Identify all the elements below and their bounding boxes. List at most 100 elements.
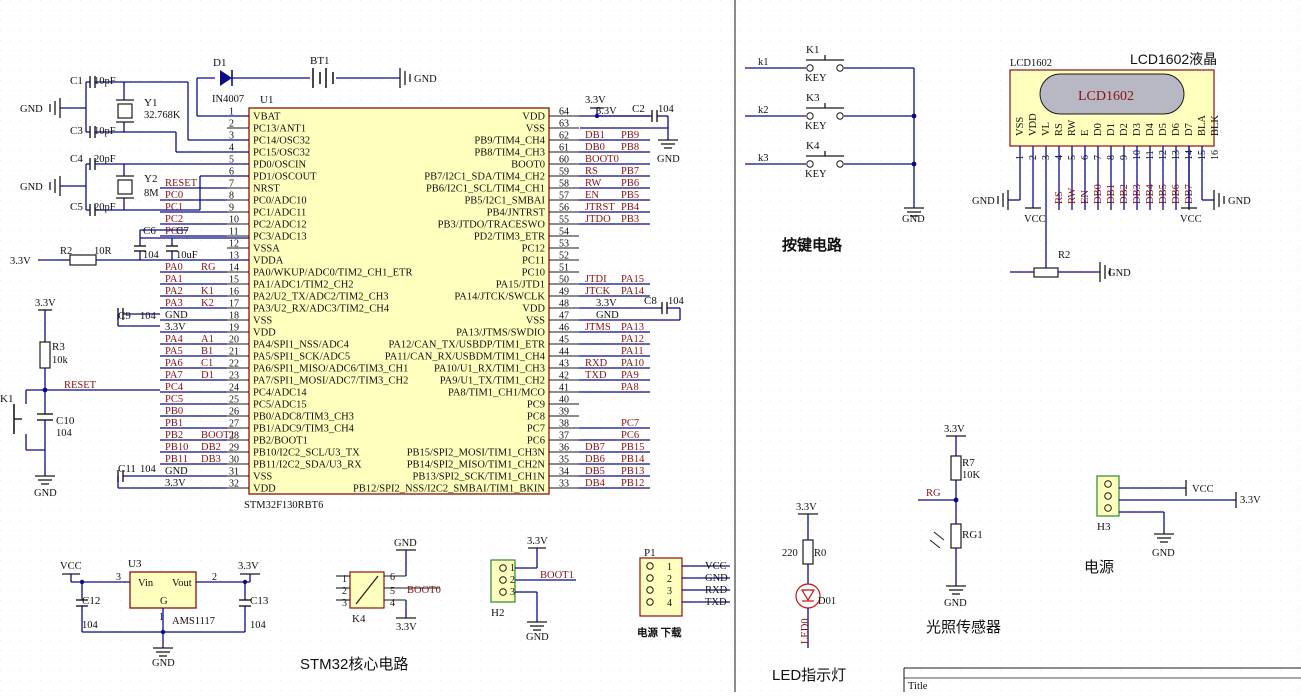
u1-pin-name: PB6/I2C1_SCL/TIM4_CH1 <box>426 184 545 195</box>
u1-pin-name: PC10 <box>522 268 545 279</box>
u1-pin-number: 15 <box>229 275 239 286</box>
key-net-label: k2 <box>758 105 769 116</box>
key-net-label: k3 <box>758 153 769 164</box>
h2-pin1: 1 <box>510 563 515 574</box>
lcd-pin-name: D0 <box>1093 123 1104 136</box>
v33-light: 3.3V <box>944 424 965 435</box>
u1-body <box>248 107 550 495</box>
decoupling-caps: C9 104 C11 104 3.3V C2 104 GND C8 <box>117 95 685 489</box>
u1-pin-number: 18 <box>229 311 239 322</box>
key-ref: K3 <box>806 92 820 104</box>
key-contact <box>836 112 844 120</box>
u1-net-label: PB10 <box>165 442 188 453</box>
u1-signal-label: 3.3V <box>596 106 617 117</box>
u1-pin-name: PA11/CAN_RX/USBDM/TIM1_CH4 <box>385 352 546 363</box>
lcd-net-label: DB3 <box>1132 184 1143 204</box>
h2-pin2: 2 <box>510 575 515 586</box>
c8-ref: C8 <box>644 295 657 307</box>
u1-pin-name: PC15/OSC32 <box>253 148 310 159</box>
u1-pin-number: 28 <box>229 431 239 442</box>
u1-signal-label: RW <box>585 178 601 189</box>
u1-pin-number: 43 <box>559 359 569 370</box>
u1-signal-label: B1 <box>201 346 213 357</box>
u1-net-label: PA3 <box>165 298 183 309</box>
gnd-bt1: GND <box>414 74 437 85</box>
c4-value: 20pF <box>94 154 116 165</box>
c13-ref: C13 <box>250 595 269 607</box>
u1-signal-label: DB5 <box>585 466 605 477</box>
u1-net-label: PA1 <box>165 274 183 285</box>
lcd-pin-name: D7 <box>1184 123 1195 136</box>
u1-pin-name: PC11 <box>522 256 545 267</box>
u1-pin-number: 10 <box>229 215 239 226</box>
lcd-net-label: EN <box>1080 190 1091 204</box>
u1-signal-label: A1 <box>201 334 214 345</box>
u3-pin2: 2 <box>212 572 217 583</box>
u1-signal-label: EN <box>585 190 599 201</box>
u1-pin-number: 60 <box>559 155 569 166</box>
u1-net-label: PA6 <box>165 358 183 369</box>
u1-pin-name: PD1/OSCOUT <box>253 172 317 183</box>
c8-value: 104 <box>668 296 685 307</box>
p1-pin-hole <box>646 574 654 582</box>
u3-pin1: 1 <box>159 612 164 623</box>
v33-h2: 3.3V <box>527 536 548 547</box>
c4-ref: C4 <box>70 153 83 165</box>
r0-value: 220 <box>782 548 798 559</box>
p1-pin-number: 4 <box>667 598 672 609</box>
u1-pin-name: VSSA <box>253 244 280 255</box>
c5-value: 20pF <box>94 202 116 213</box>
gnd-lcd-left: GND <box>972 196 995 207</box>
u1-signal-label: DB7 <box>585 442 605 453</box>
u1-pin-name: PB1/ADC9/TIM3_CH4 <box>253 424 355 435</box>
c6-value: 104 <box>143 250 160 261</box>
u1-signal-label: RXD <box>585 358 608 369</box>
u1-net-label: RESET <box>165 178 198 189</box>
c11-ref: C11 <box>118 463 136 475</box>
key-value: KEY <box>805 73 827 84</box>
u1-signal-label: DB1 <box>585 130 605 141</box>
u1-pin-name: PB14/SPI2_MISO/TIM1_CH2N <box>407 460 546 471</box>
u1-pin-name: VSS <box>253 472 272 483</box>
y2-ref: Y2 <box>144 173 157 185</box>
key-net-label: k1 <box>758 57 769 68</box>
u1-pin-name: VSS <box>526 124 545 135</box>
u1-pin-name: PC8 <box>527 412 545 423</box>
u1-pin-name: PC1/ADC11 <box>253 208 306 219</box>
lcd-net-label: DB4 <box>1145 183 1156 204</box>
c9-ref: C9 <box>118 310 131 322</box>
u1-pin-name: VDD <box>253 484 276 495</box>
u1-pin-name: VSS <box>526 316 545 327</box>
u1-pin-number: 7 <box>229 179 234 190</box>
key-contact <box>806 112 814 120</box>
u1-pin-number: 41 <box>559 383 569 394</box>
gnd-keys: GND <box>902 214 925 225</box>
u1-pin-name: PB0/ADC8/TIM3_CH3 <box>253 412 354 423</box>
p1-net-label: TXD <box>705 597 727 608</box>
gnd-c2: GND <box>657 154 680 165</box>
h3-ref: H3 <box>1097 521 1111 533</box>
u1-net-label: PA5 <box>165 346 183 357</box>
u1-net-label: GND <box>165 466 188 477</box>
u1-pin-number: 26 <box>229 407 239 418</box>
p1-ref: P1 <box>644 547 656 559</box>
key-ref: K4 <box>806 140 820 152</box>
u1-pin-name: PB4/JNTRST <box>487 208 546 219</box>
r0-ref: R0 <box>814 548 826 559</box>
r2b-ref: R2 <box>1058 250 1070 261</box>
key-contact <box>836 64 844 72</box>
u1-signal-label: BOOT0 <box>585 154 619 165</box>
u1-net-label: PA13 <box>621 322 644 333</box>
u1-pin-number: 34 <box>559 467 569 478</box>
d01-ref: D01 <box>818 596 836 607</box>
u1-pin-number: 50 <box>559 275 569 286</box>
u1-net-label: PC5 <box>165 394 183 405</box>
u1-signal-label: JTRST <box>585 202 615 213</box>
u1-net-label: PB12 <box>621 478 644 489</box>
gnd-y1: GND <box>20 104 43 115</box>
u3-regulator: VCC U3 Vin Vout G 3 2 1 AMS1117 3.3V C12… <box>60 558 269 669</box>
p1-pin-hole <box>646 586 654 594</box>
u1-pin-number: 19 <box>229 323 239 334</box>
